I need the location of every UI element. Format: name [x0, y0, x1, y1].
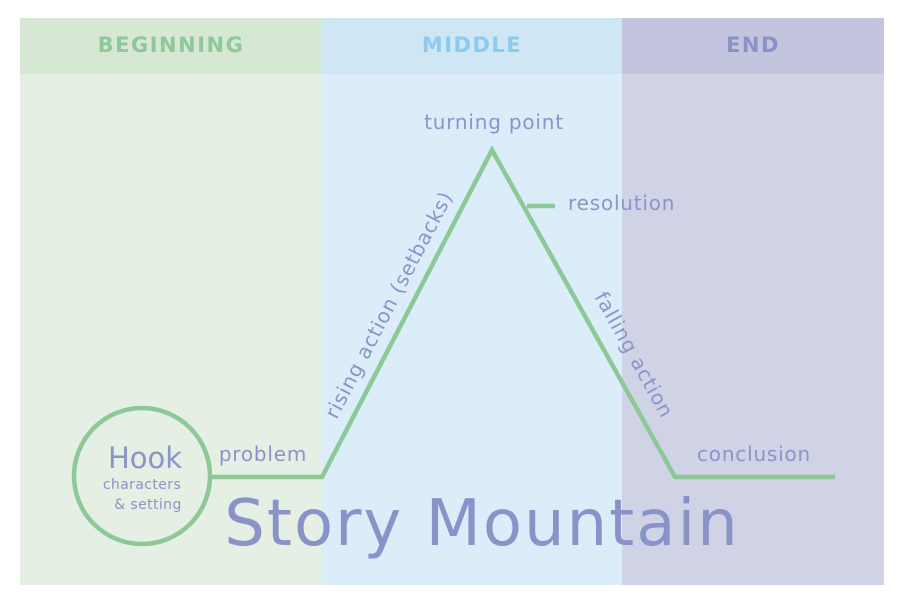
story-mountain-line	[210, 145, 835, 480]
problem-label: problem	[219, 442, 307, 466]
hook-title: Hook	[108, 441, 182, 475]
end-band	[622, 18, 884, 585]
resolution-label: resolution	[568, 191, 675, 215]
middle-band	[322, 18, 622, 585]
conclusion-label: conclusion	[697, 442, 811, 466]
middle-header: MIDDLE	[422, 33, 522, 57]
end-header-strip	[622, 18, 884, 74]
hook-setting-text: & setting	[114, 497, 182, 513]
diagram-title: Story Mountain	[224, 487, 740, 561]
beginning-header-strip	[20, 18, 322, 74]
hook-characters-text: characters	[103, 477, 181, 493]
beginning-header: BEGINNING	[98, 33, 245, 57]
end-header: END	[726, 33, 780, 57]
hook-circle	[71, 405, 213, 547]
middle-header-strip	[322, 18, 622, 74]
beginning-band	[20, 18, 322, 585]
turning-point-label: turning point	[424, 110, 564, 134]
